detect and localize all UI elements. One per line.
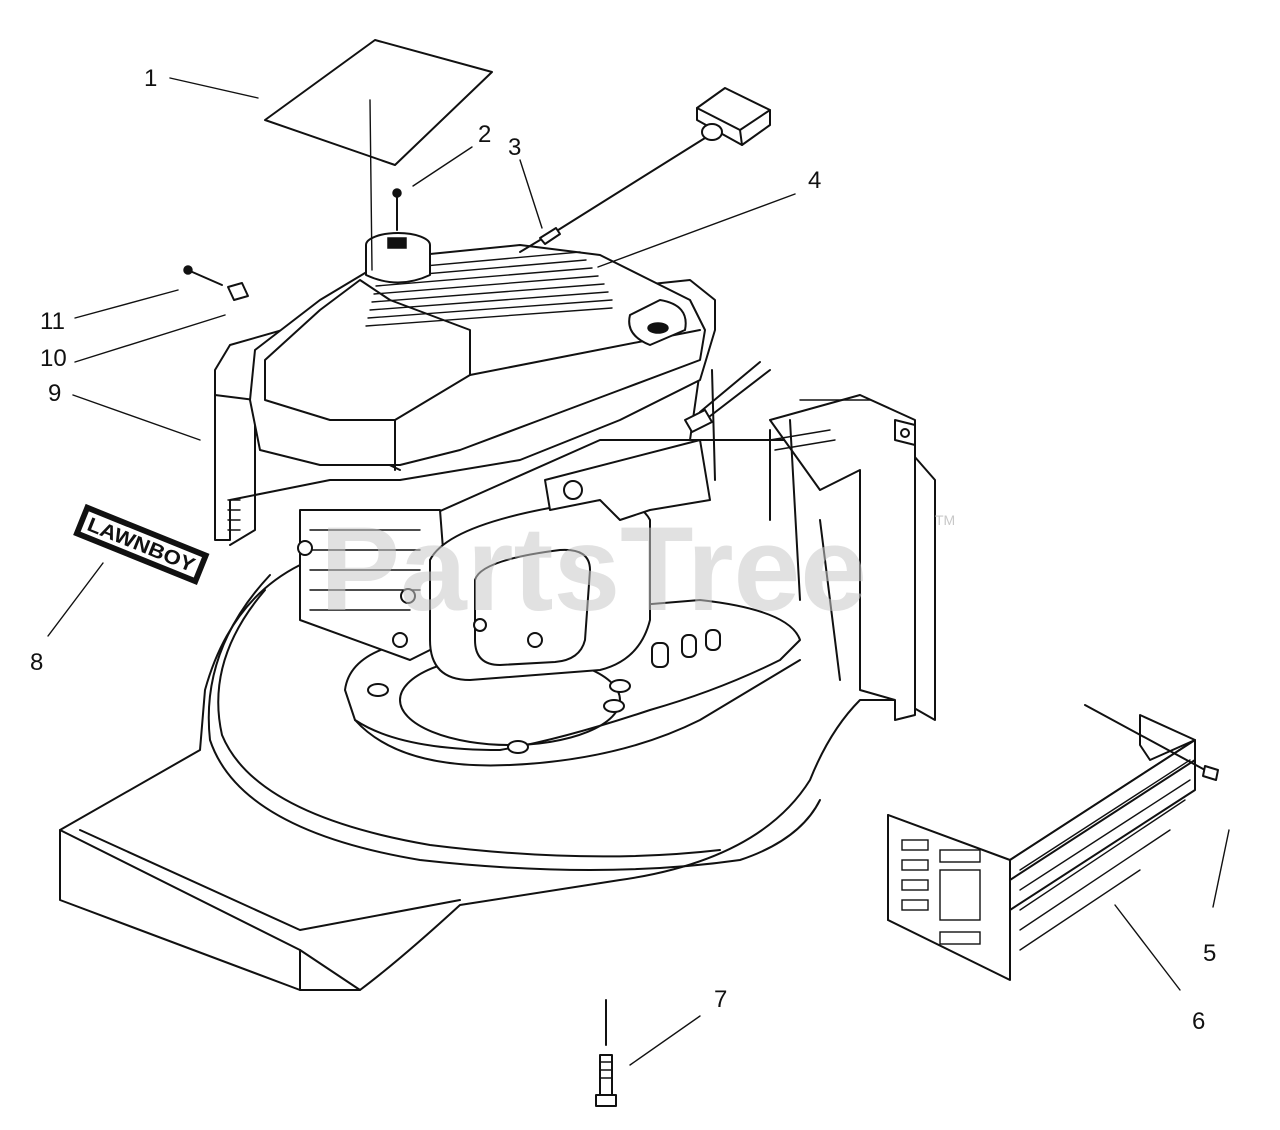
- callout-10: 10: [40, 345, 67, 372]
- watermark: PartsTree: [320, 502, 867, 636]
- callout-3: 3: [508, 134, 521, 161]
- engine: [297, 369, 716, 681]
- callout-2: 2: [478, 121, 491, 148]
- callout-4: 4: [808, 167, 821, 194]
- watermark-tm: TM: [935, 512, 955, 528]
- callout-11: 11: [40, 308, 65, 335]
- shroud-screw-clip: [183, 265, 249, 301]
- lawnboy-decal: LAWNBOY: [73, 503, 210, 585]
- fuel-cap: [365, 232, 431, 284]
- engine-cowl: [249, 232, 706, 471]
- guard-screw: [1084, 704, 1219, 781]
- mounting-bolt: [595, 999, 617, 1107]
- callout-leaders: [47, 77, 1230, 1066]
- callout-9: 9: [48, 380, 61, 407]
- rear-grille-guard: [887, 714, 1196, 981]
- grille-slots: [901, 759, 1191, 951]
- mower-deck: [59, 394, 936, 991]
- top-decal-leader: [369, 99, 373, 271]
- top-decal-sheet: [264, 39, 493, 166]
- callout-labels: 1 2 3 4 5 6 7 8 9 10 11: [30, 65, 1216, 1035]
- cap-screw: [392, 188, 402, 231]
- callout-1: 1: [144, 65, 157, 92]
- callout-6: 6: [1192, 1008, 1205, 1035]
- callout-5: 5: [1203, 940, 1216, 967]
- oil-cap: [628, 299, 687, 346]
- callout-8: 8: [30, 649, 43, 676]
- throttle-cable: [519, 87, 771, 433]
- callout-7: 7: [714, 986, 727, 1013]
- mounting-bosses: [367, 629, 721, 754]
